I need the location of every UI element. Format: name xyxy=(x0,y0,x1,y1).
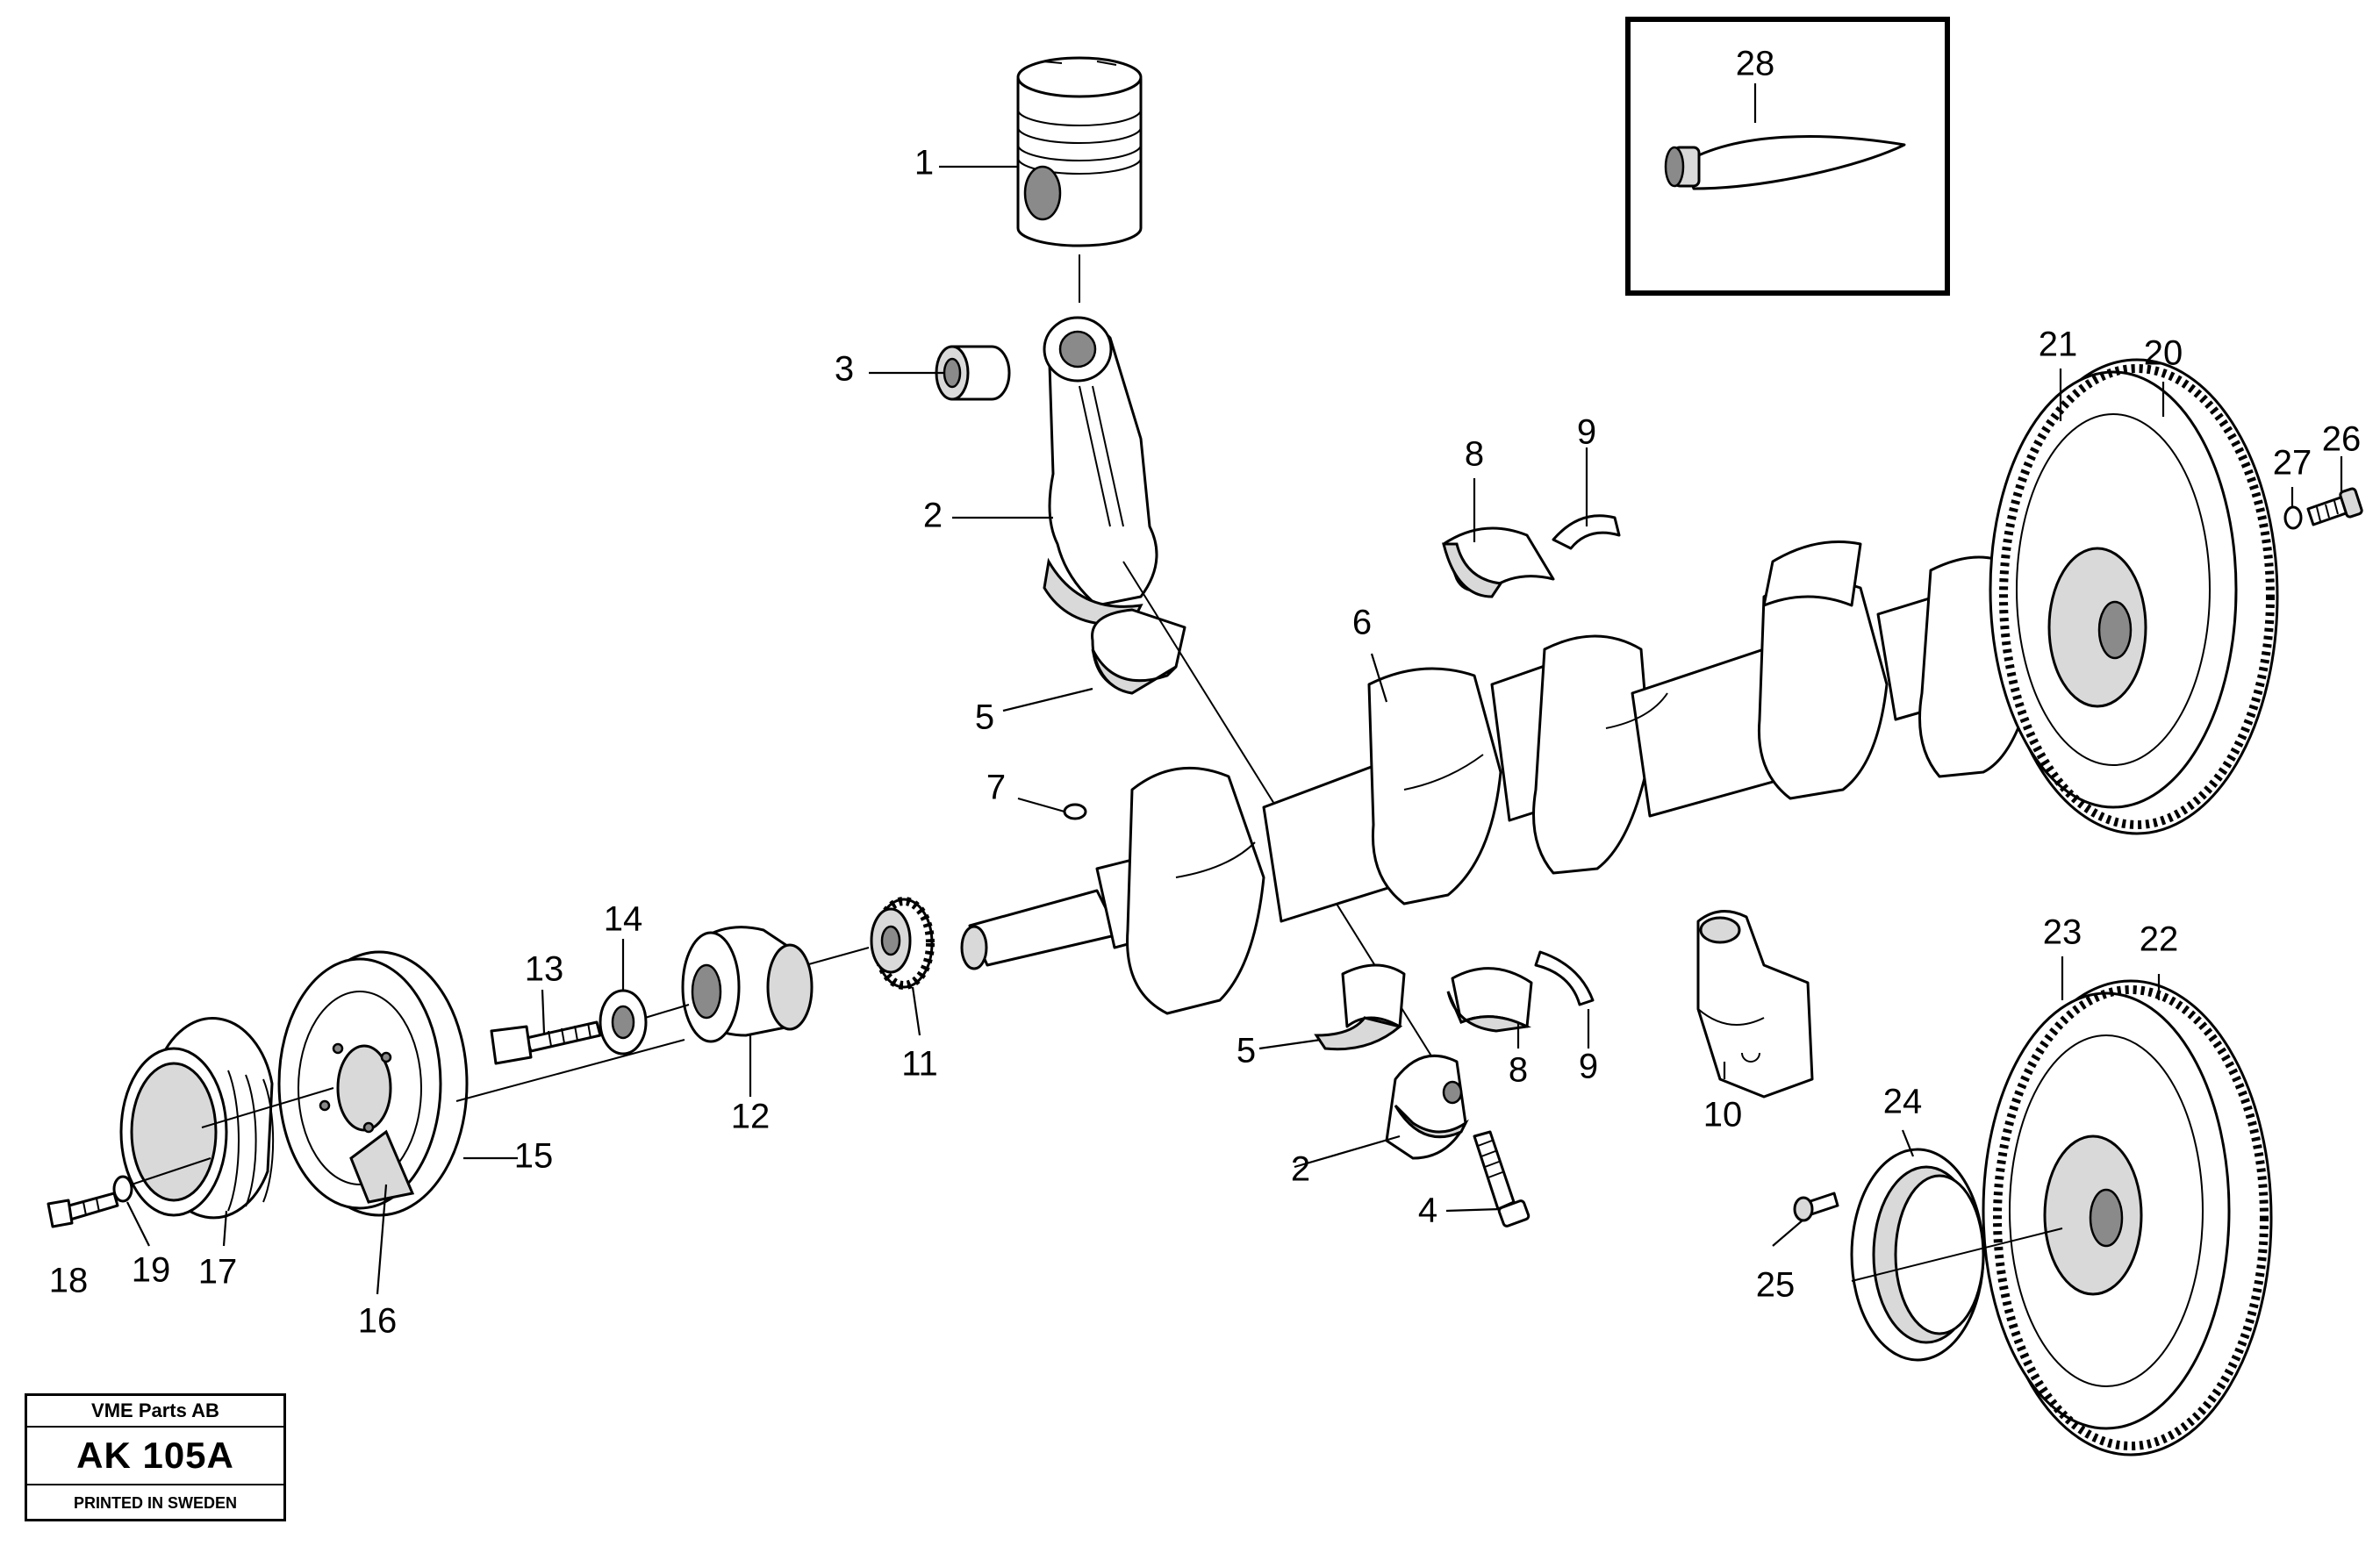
bolt-18 xyxy=(47,1192,119,1228)
washer-14 xyxy=(599,989,648,1056)
callout-1: 1 xyxy=(914,144,934,183)
callout-7: 7 xyxy=(986,769,1006,807)
callout-6: 6 xyxy=(1352,604,1372,642)
callout-20: 20 xyxy=(2144,334,2183,373)
vibration-damper xyxy=(277,950,469,1217)
crank-gear xyxy=(870,897,935,990)
stamp-code: AK 105A xyxy=(27,1428,283,1485)
piston xyxy=(1016,56,1143,247)
callout-23: 23 xyxy=(2043,913,2082,952)
callout-12: 12 xyxy=(731,1098,771,1136)
callout-8-lower: 8 xyxy=(1509,1051,1528,1090)
callout-18: 18 xyxy=(49,1262,89,1300)
grease-tube xyxy=(1664,134,1906,190)
callout-9: 9 xyxy=(1577,413,1596,452)
stamp-company: VME Parts AB xyxy=(27,1396,283,1428)
callout-14: 14 xyxy=(604,900,643,939)
conrod-bolt xyxy=(1473,1130,1531,1227)
callout-15: 15 xyxy=(514,1137,554,1176)
printer-stamp: VME Parts AB AK 105A PRINTED IN SWEDEN xyxy=(25,1393,286,1521)
connecting-rod xyxy=(1043,316,1158,626)
callout-21: 21 xyxy=(2039,326,2078,364)
screw-25 xyxy=(1793,1192,1839,1222)
callout-5-lower: 5 xyxy=(1237,1032,1256,1070)
callout-24: 24 xyxy=(1883,1083,1923,1121)
key-ring xyxy=(1063,803,1087,820)
connecting-rod-cap xyxy=(1385,1054,1469,1160)
bearing-shell-8-upper xyxy=(1442,526,1555,598)
callout-16: 16 xyxy=(358,1302,398,1341)
flywheel-lower xyxy=(1982,979,2273,1457)
seal-ring xyxy=(1850,1148,1985,1362)
thrust-washer-9-lower xyxy=(1534,950,1595,1006)
bolt-26 xyxy=(2306,487,2363,526)
main-bearing-cap xyxy=(1696,910,1814,1099)
stamp-footer: PRINTED IN SWEDEN xyxy=(73,1494,237,1512)
callout-9-lower: 9 xyxy=(1579,1048,1598,1086)
callout-4: 4 xyxy=(1418,1192,1437,1230)
callout-11: 11 xyxy=(901,1045,938,1084)
thrust-washer-9-upper xyxy=(1552,514,1621,550)
callout-17: 17 xyxy=(198,1253,238,1292)
bearing-shell-upper xyxy=(1091,608,1186,695)
bearing-shell-8-lower xyxy=(1446,967,1533,1033)
callout-2: 2 xyxy=(923,497,943,535)
bolt-13 xyxy=(490,1020,602,1065)
flywheel-upper xyxy=(1989,358,2279,835)
pulley-hub xyxy=(681,926,814,1043)
callout-8: 8 xyxy=(1465,435,1484,474)
callout-28: 28 xyxy=(1736,45,1775,83)
washer-27 xyxy=(2283,505,2303,530)
callout-10: 10 xyxy=(1703,1096,1743,1134)
callout-26: 26 xyxy=(2322,420,2362,459)
callout-5: 5 xyxy=(975,698,994,737)
belt-pulley xyxy=(119,1017,275,1220)
bearing-shell-5-lower xyxy=(1314,963,1406,1051)
callout-13: 13 xyxy=(525,950,564,989)
callout-2-lower: 2 xyxy=(1291,1150,1310,1189)
callout-3: 3 xyxy=(835,350,854,389)
callout-22: 22 xyxy=(2140,920,2179,959)
washer-19 xyxy=(112,1175,133,1203)
piston-pin xyxy=(935,345,1011,401)
crankshaft xyxy=(960,540,2109,1015)
callout-19: 19 xyxy=(132,1251,171,1290)
callout-27: 27 xyxy=(2273,444,2312,483)
callout-25: 25 xyxy=(1756,1266,1796,1305)
